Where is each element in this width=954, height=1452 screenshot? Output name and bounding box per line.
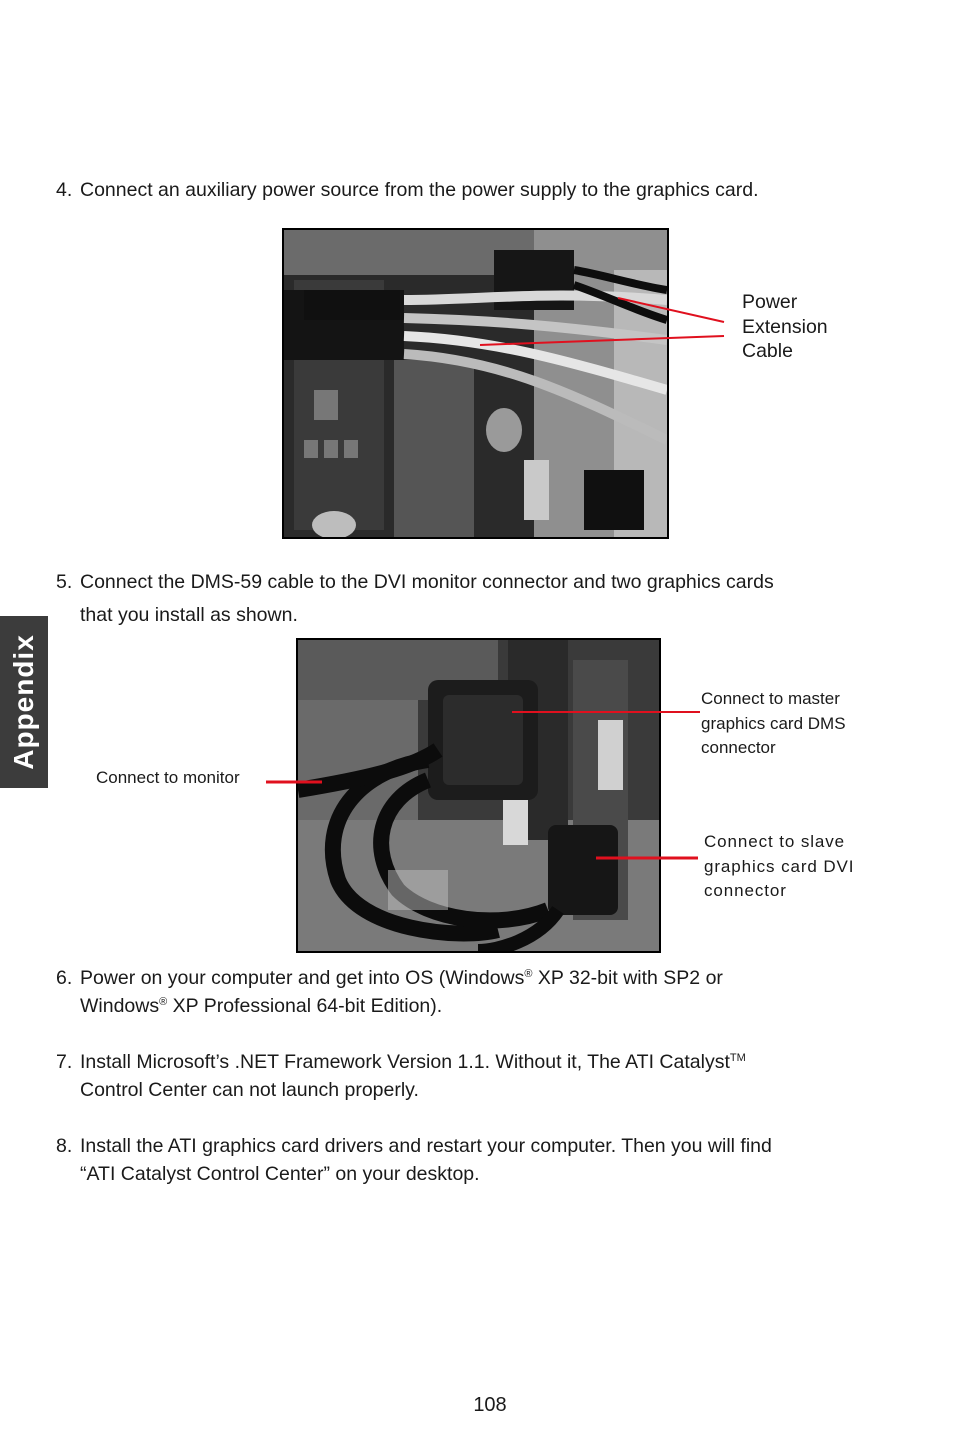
- step-text-line1: Power on your computer and get into OS (…: [80, 967, 723, 989]
- label-connect-to-master: Connect to master graphics card DMS conn…: [701, 689, 846, 757]
- photo-illustration: [284, 230, 667, 537]
- step-text-line1: Install Microsoft’s .NET Framework Versi…: [80, 1051, 746, 1073]
- photo-illustration: [298, 640, 659, 951]
- step-6: 6. Power on your computer and get into O…: [56, 964, 876, 1020]
- registered-mark: ®: [524, 968, 533, 980]
- side-tab-label: Appendix: [8, 634, 39, 770]
- step-text: Connect an auxiliary power source from t…: [80, 179, 759, 201]
- registered-mark: ®: [159, 996, 168, 1008]
- trademark-mark: TM: [729, 1052, 746, 1064]
- step-8: 8. Install the ATI graphics card drivers…: [56, 1132, 876, 1188]
- label-connect-to-monitor: Connect to monitor: [96, 768, 240, 787]
- step-4: 4. Connect an auxiliary power source fro…: [56, 176, 876, 204]
- step-text-line2: “ATI Catalyst Control Center” on your de…: [80, 1163, 480, 1185]
- appendix-side-tab: Appendix: [0, 616, 48, 788]
- step-5: 5. Connect the DMS-59 cable to the DVI m…: [56, 566, 876, 632]
- photo-power-extension-cable: [282, 228, 669, 539]
- step-text-line1: Install the ATI graphics card drivers an…: [80, 1135, 772, 1157]
- step-text-line2: Control Center can not launch properly.: [80, 1079, 419, 1101]
- step-number: 7.: [56, 1051, 73, 1073]
- step-number: 8.: [56, 1135, 73, 1157]
- step-number: 6.: [56, 967, 73, 989]
- step-text-line2: Windows® XP Professional 64-bit Edition)…: [80, 995, 443, 1017]
- label-power-extension-cable: Power Extension Cable: [742, 291, 828, 362]
- step-text-line2: that you install as shown.: [80, 604, 298, 626]
- label-connect-to-slave: Connect to slave graphics card DVI conne…: [704, 832, 855, 900]
- step-7: 7. Install Microsoft’s .NET Framework Ve…: [56, 1048, 876, 1104]
- step-number: 5.: [56, 571, 73, 593]
- page-number: 108: [473, 1394, 507, 1416]
- step-number: 4.: [56, 179, 73, 201]
- step-text-line1: Connect the DMS-59 cable to the DVI moni…: [80, 571, 774, 593]
- photo-dms59-cable-connection: [296, 638, 661, 953]
